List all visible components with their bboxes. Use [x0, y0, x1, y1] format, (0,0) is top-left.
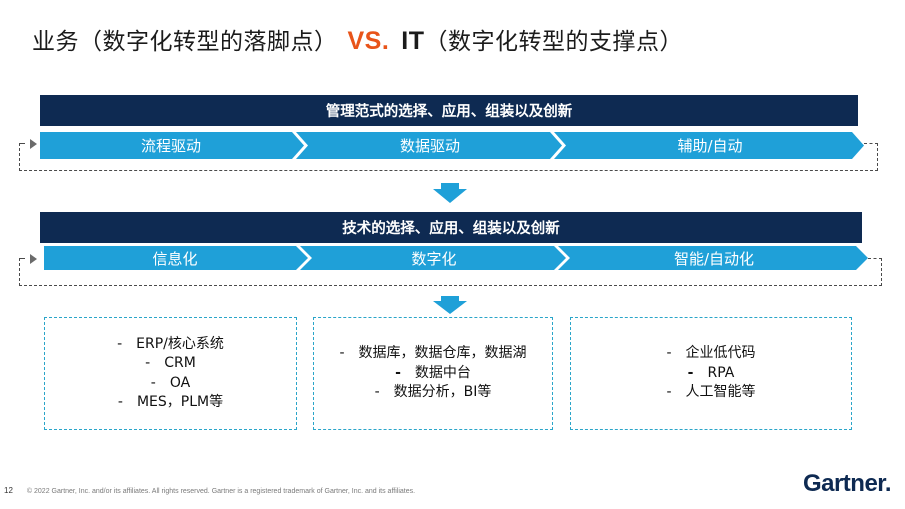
top-loop-line: [19, 143, 878, 171]
page-title: 业务（数字化转型的落脚点） VS. IT（数字化转型的支撑点）: [32, 22, 683, 56]
list-item: -MES，PLM等: [117, 394, 224, 410]
chevron-assist: [554, 132, 864, 159]
list-item: -RPA: [687, 364, 735, 381]
footer: 12 © 2022 Gartner, Inc. and/or its affili…: [4, 486, 415, 495]
technology-band: 技术的选择、应用、组装以及创新: [40, 212, 862, 243]
list-item: -数据库，数据仓库，数据湖: [339, 345, 527, 362]
box-intelligence-systems: -企业低代码 -RPA -人工智能等: [570, 317, 852, 430]
top-chevron-row: 流程驱动 数据驱动 辅助/自动: [40, 132, 864, 159]
copyright-text: © 2022 Gartner, Inc. and/or its affiliat…: [26, 488, 416, 495]
list-item: -人工智能等: [666, 384, 756, 401]
stage-intelligence-label: 智能/自动化: [673, 249, 755, 268]
down-arrow-icon-2: [433, 296, 467, 314]
bottom-loop-tick-left: [19, 258, 25, 259]
title-it-desc: （数字化转型的支撑点）: [424, 29, 684, 55]
top-loop-tick-left: [19, 143, 25, 144]
title-business: 业务（数字化转型的落脚点）: [32, 29, 338, 55]
list-item: -数据分析，BI等: [374, 384, 492, 401]
chevron-intelligence: [558, 246, 868, 270]
box-informatization-systems: -ERP/核心系统 -CRM -OA -MES，PLM等: [44, 317, 297, 430]
list-item: -CRM: [145, 355, 196, 371]
stage-assist-label: 辅助/自动: [677, 137, 743, 155]
title-vs: VS.: [347, 27, 390, 55]
stage-data-label: 数据驱动: [399, 137, 460, 155]
stage-process-label: 流程驱动: [140, 137, 201, 155]
list-item: -ERP/核心系统: [117, 335, 224, 352]
stage-digitization-label: 数字化: [411, 249, 457, 268]
title-it: IT: [401, 27, 425, 55]
bottom-loop-tick-right: [868, 258, 882, 259]
chevron-digitization: [300, 246, 566, 270]
list-item: -数据中台: [395, 364, 471, 381]
top-loop-arrow-icon: [30, 139, 37, 149]
top-loop-tick-right: [864, 143, 878, 144]
page-number: 12: [4, 486, 13, 495]
list-item: -企业低代码: [666, 345, 756, 362]
bottom-chevron-row: 信息化 数字化 智能/自动化: [44, 246, 868, 270]
bottom-loop-arrow-icon: [30, 254, 37, 264]
chevron-process: [40, 132, 304, 159]
top-chevron-svg: [40, 132, 864, 159]
stage-informatization-label: 信息化: [152, 249, 198, 268]
chevron-data: [296, 132, 562, 159]
bottom-loop-line: [19, 258, 882, 286]
gartner-logo: Gartner.: [802, 470, 892, 497]
box-digitization-systems: -数据库，数据仓库，数据湖 -数据中台 -数据分析，BI等: [313, 317, 553, 430]
management-band: 管理范式的选择、应用、组装以及创新: [40, 95, 858, 126]
bottom-chevron-svg: [44, 246, 868, 270]
chevron-informatization: [44, 246, 308, 270]
list-item: -OA: [150, 374, 191, 391]
down-arrow-icon: [433, 183, 467, 203]
